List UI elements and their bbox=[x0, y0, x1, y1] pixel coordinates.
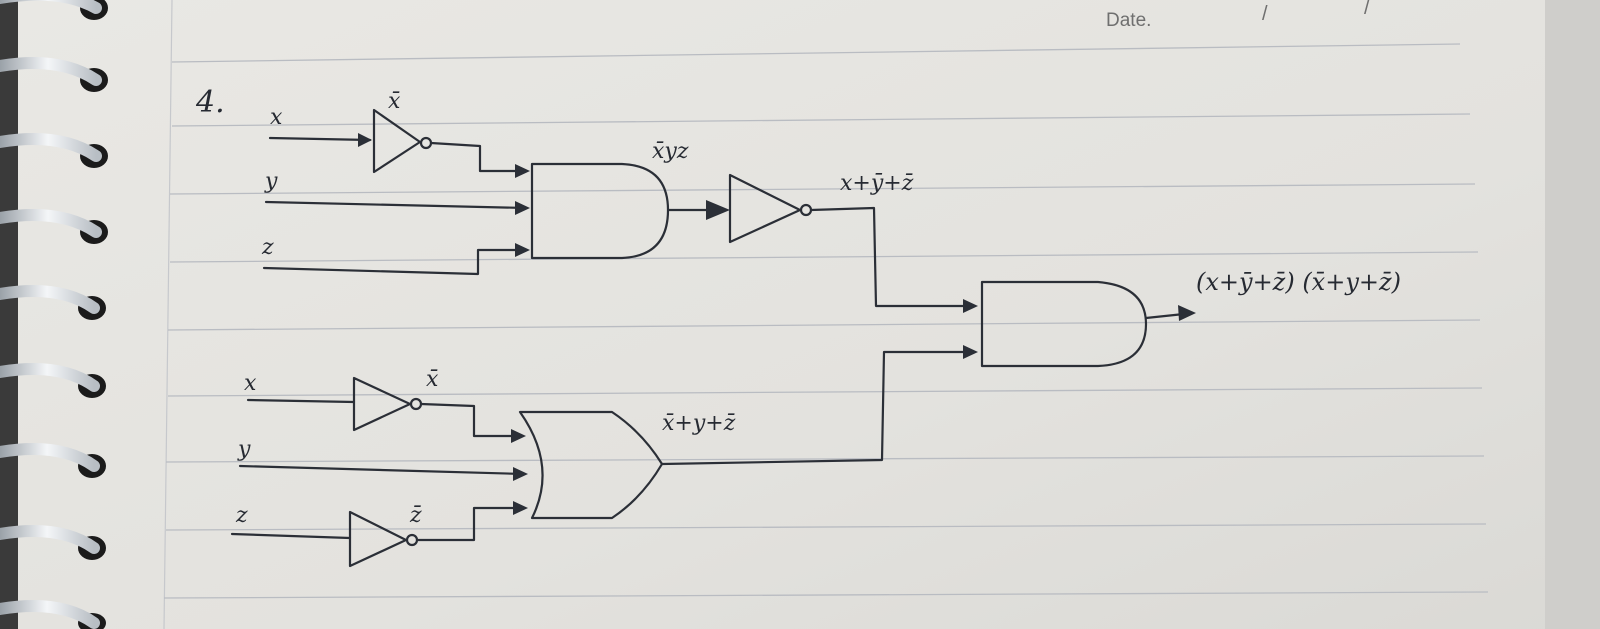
spiral-ring bbox=[0, 443, 106, 478]
or-gate-bottom bbox=[518, 410, 664, 520]
arrow-head bbox=[513, 467, 528, 481]
arrow-head bbox=[1178, 305, 1196, 321]
input-x-label: x bbox=[244, 371, 257, 396]
wire-y-to-and bbox=[264, 200, 528, 210]
rule-line bbox=[169, 183, 1476, 195]
arrow-head bbox=[511, 429, 526, 443]
problem-number: 4. bbox=[195, 85, 225, 120]
spiral-ring bbox=[0, 363, 106, 398]
input-y-label: y bbox=[264, 169, 278, 194]
spiral-ring bbox=[0, 133, 108, 168]
spiral-binding bbox=[0, 0, 108, 629]
final-and: (x+ȳ+z̄) (x̄+y+z̄) bbox=[980, 268, 1401, 368]
not-gate-z bbox=[348, 510, 408, 568]
wire-z-to-and bbox=[262, 248, 528, 276]
wire-or-to-final bbox=[660, 350, 976, 466]
spiral-ring bbox=[0, 600, 106, 629]
input-z-label: z bbox=[235, 503, 248, 528]
wire-final-output bbox=[1144, 312, 1186, 320]
not-gate-x bbox=[352, 376, 412, 432]
not-x-label: x̄ bbox=[426, 367, 439, 392]
date-separator: / bbox=[1262, 3, 1268, 25]
input-y-label: y bbox=[237, 437, 251, 462]
arrow-head bbox=[513, 501, 528, 515]
wire-y-to-or bbox=[238, 464, 526, 476]
rule-line bbox=[163, 591, 1489, 599]
rule-line bbox=[165, 455, 1485, 463]
spiral-ring bbox=[0, 0, 108, 20]
rule-line bbox=[169, 251, 1479, 263]
wire-nand-to-final bbox=[809, 206, 976, 308]
spiral-ring bbox=[0, 209, 108, 244]
spiral-ring bbox=[0, 57, 108, 92]
paper-edge-shadow bbox=[1545, 0, 1600, 629]
date-separator: / bbox=[1364, 0, 1370, 19]
rule-line bbox=[167, 319, 1481, 331]
wire-z-to-not bbox=[230, 532, 352, 540]
spiral-ring bbox=[0, 285, 106, 320]
bottom-circuit: x y z x̄ z̄ x̄+y+z̄ bbox=[230, 345, 978, 568]
not-gate-after-and bbox=[728, 173, 802, 244]
spiral-ring bbox=[0, 525, 106, 560]
wire-notx-to-or bbox=[419, 402, 524, 438]
arrow-head bbox=[358, 133, 372, 147]
rule-line bbox=[171, 43, 1461, 63]
arrow-head bbox=[515, 164, 530, 178]
ruled-lines bbox=[163, 43, 1489, 599]
wire-notz-to-or bbox=[415, 506, 526, 542]
margin-line bbox=[163, 0, 173, 629]
arrow-head bbox=[515, 243, 530, 257]
nand-output-label: x+ȳ+z̄ bbox=[840, 171, 914, 196]
final-output-label: (x+ȳ+z̄) (x̄+y+z̄) bbox=[1196, 268, 1401, 296]
or-output-label: x̄+y+z̄ bbox=[662, 411, 736, 436]
input-x-label: x bbox=[270, 105, 283, 130]
arrow-head bbox=[963, 345, 978, 359]
arrow-head bbox=[963, 299, 978, 313]
arrow-head bbox=[515, 201, 530, 215]
rule-line bbox=[171, 113, 1471, 127]
wire-x-to-not bbox=[246, 398, 356, 404]
and-gate-final bbox=[980, 280, 1148, 368]
wire-notx-to-and bbox=[429, 141, 528, 173]
top-circuit: x y z x̄ x̄yz bbox=[261, 89, 978, 313]
not-z-label: z̄ bbox=[409, 503, 422, 528]
date-label: Date. bbox=[1106, 10, 1151, 31]
spine-edge bbox=[0, 0, 22, 629]
wire-x-to-not bbox=[268, 136, 372, 142]
arrow-head bbox=[706, 200, 730, 220]
not-x-label: x̄ bbox=[388, 89, 401, 114]
not-gate-x bbox=[372, 108, 422, 174]
input-z-label: z bbox=[261, 235, 274, 260]
and-output-label: x̄yz bbox=[652, 139, 689, 164]
rule-line bbox=[167, 387, 1483, 397]
